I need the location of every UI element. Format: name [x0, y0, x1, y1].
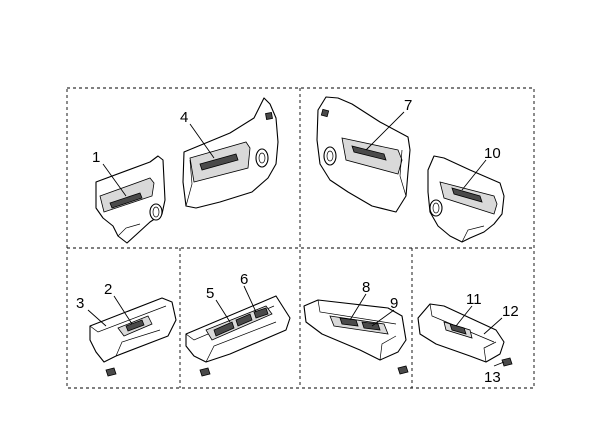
leader-10	[461, 159, 487, 191]
switch-panel-3	[89, 297, 177, 377]
callout-2: 2	[104, 281, 112, 298]
leader-2	[113, 295, 133, 325]
callout-8: 8	[362, 279, 370, 296]
callout-4: 4	[180, 109, 188, 126]
switch-assembly-6	[185, 295, 291, 377]
leader-5	[215, 299, 231, 323]
callout-13: 13	[484, 369, 501, 386]
leader-3	[87, 309, 107, 327]
callout-10: 10	[484, 145, 501, 162]
callout-numbers: 1 2 3 4 5 6 7 8 9 10 11 12 13	[76, 97, 519, 386]
callout-12: 12	[502, 303, 519, 320]
leader-12	[483, 317, 503, 335]
callout-1: 1	[92, 149, 100, 166]
callout-9: 9	[390, 295, 398, 312]
leader-11	[455, 305, 473, 327]
leader-1	[102, 163, 127, 197]
leader-13	[493, 361, 505, 367]
callout-5: 5	[206, 285, 214, 302]
switch-panel-12	[417, 303, 513, 367]
callout-11: 11	[466, 291, 482, 308]
leader-8	[349, 293, 367, 321]
leader-lines	[87, 111, 505, 367]
leader-4	[189, 123, 215, 159]
callout-3: 3	[76, 295, 84, 312]
leader-9	[371, 309, 395, 327]
callout-6: 6	[240, 271, 248, 288]
leader-6	[243, 285, 257, 313]
door-trim-panel-10	[427, 155, 505, 243]
leader-7	[365, 111, 405, 151]
door-trim-panel-7	[316, 96, 411, 213]
callout-7: 7	[404, 97, 412, 114]
door-trim-panel-4	[182, 97, 279, 209]
section-frames	[66, 87, 535, 389]
